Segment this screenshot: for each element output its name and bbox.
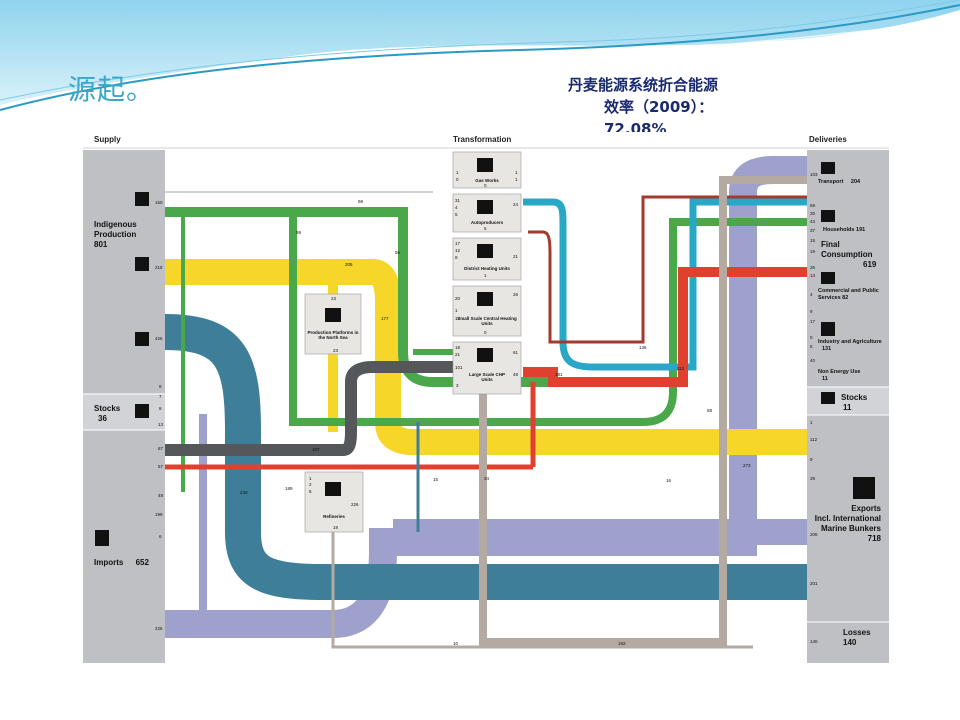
box-production-platforms [304, 293, 362, 355]
flow-value: 16 [666, 478, 672, 483]
supply-flow-value: 8 [159, 384, 162, 389]
supply-flow-value: 7 [159, 394, 162, 399]
flow-teal-crude [164, 314, 807, 600]
flow-value: 177 [381, 316, 389, 321]
supply-stocks: Stocks 36 [94, 404, 121, 423]
wind-icon [135, 257, 149, 271]
supply-flow-value: 226 [155, 626, 163, 631]
exports-icon [853, 477, 875, 499]
efficiency-title-line-1: 丹麦能源系统折合能源 [568, 76, 719, 94]
header-transformation: Transformation [453, 135, 512, 144]
supply-flow-value: 57 [158, 464, 164, 469]
flow-value: 189 [285, 486, 293, 491]
header-deliveries: Deliveries [809, 135, 847, 144]
flow-value: 56 [395, 250, 401, 255]
delivery-losses: Losses 140 [843, 628, 871, 647]
box-gas-works-label: Gas Works [475, 178, 499, 183]
supply-flow-value: 6 [159, 534, 162, 539]
box-district-heating-label: District Heating Units [464, 266, 510, 271]
flow-value: 205 [345, 262, 353, 267]
flow-value: 58 [707, 408, 713, 413]
sankey-svg [83, 132, 889, 663]
supply-indigenous: Indigenous Production 801 [94, 220, 137, 249]
box-autoproducers-label: Autoproducers [470, 220, 504, 225]
slide-title: 源起。 [68, 73, 156, 106]
delivery-households: Households 191 [823, 227, 866, 233]
flow-value: 34 [484, 476, 490, 481]
flow-red [523, 267, 807, 387]
supply-flow-value: 48 [158, 493, 164, 498]
flow-value: 99 [296, 230, 302, 235]
efficiency-title-line-2: 效率（2009）： [604, 98, 714, 116]
box-refineries-label: Refineries [323, 514, 345, 519]
industry-icon [821, 322, 835, 336]
stocks-icon [135, 404, 149, 418]
delivery-transport: Transport 204 [818, 179, 861, 185]
box-large-chp-label: Large Scale CHP Units [468, 372, 505, 382]
flow-lavender-imports [165, 156, 807, 638]
flow-value: 10 [453, 641, 459, 646]
energy-flow-sankey-diagram: Supply Transformation Deliveries Indigen… [83, 132, 889, 663]
efficiency-title: 丹麦能源系统折合能源 效率（2009）： 72.08% [568, 74, 808, 140]
delivery-final-consumption: Final Consumption 619 [821, 240, 877, 269]
supply-flow-value: 199 [155, 512, 163, 517]
delivery-non-energy: Non Energy Use 11 [818, 369, 861, 382]
transformation-boxes [304, 151, 522, 533]
supply-flow-value: 8 [159, 406, 162, 411]
flow-value: 273 [743, 463, 751, 468]
imports-icon [95, 530, 109, 546]
side-icons [95, 162, 875, 546]
header-wave-banner [0, 0, 960, 130]
delivery-exports: Exports Incl. International Marine Bunke… [814, 504, 881, 543]
supply-flow-value: 426 [155, 336, 163, 341]
box-small-scale-label: Small Scale Central Heating Units [457, 316, 517, 326]
leaf-icon [135, 192, 149, 206]
flow-value: 240 [240, 490, 248, 495]
supply-flow-value: 150 [155, 200, 163, 205]
flow-value: 15 [433, 477, 439, 482]
supply-flow-value: 13 [158, 422, 164, 427]
commercial-icon [821, 272, 835, 284]
delivery-stocks: Stocks 11 [841, 393, 868, 412]
flow-value: 107 [312, 447, 320, 452]
stocks-out-icon [821, 392, 835, 404]
flame-icon [135, 332, 149, 346]
delivery-commercial: Commercial and Public Services 82 [818, 288, 879, 301]
delivery-industry: Industry and Agriculture 131 [818, 339, 882, 352]
box-production-platforms-label: Production Platforms in the North Sea [307, 330, 359, 340]
supply-imports: Imports 652 [94, 558, 149, 567]
transport-icon [821, 162, 835, 174]
flow-value: 98 [358, 199, 364, 204]
flow-value: 136 [639, 345, 647, 350]
flow-value: 181 [555, 372, 563, 377]
supply-flow-value: 87 [158, 446, 164, 451]
flow-value: 112 [677, 366, 685, 371]
flow-grey [165, 361, 453, 456]
flow-value: 192 [618, 641, 626, 646]
header-supply: Supply [94, 135, 121, 144]
supply-flow-value: 218 [155, 265, 163, 270]
households-icon [821, 210, 835, 222]
